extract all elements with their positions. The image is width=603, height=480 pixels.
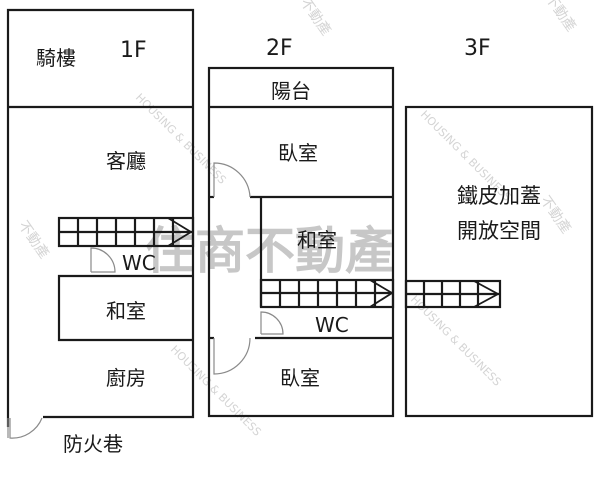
svg-text:HOUSING & BUSINESS: HOUSING & BUSINESS (168, 343, 264, 439)
room-label-addition-line1: 鐵皮加蓋 (457, 184, 541, 208)
floor-2f (207, 66, 395, 418)
room-label-japanese-room-2f: 和室 (297, 228, 337, 252)
floor-label-3f: 3F (464, 36, 491, 61)
room-label-wc-1f: WC (122, 251, 156, 275)
door-icon (7, 247, 116, 439)
room-label-japanese-room-1f: 和室 (106, 299, 146, 323)
room-label-wc-2f: WC (315, 313, 349, 337)
svg-text:不動產: 不動產 (542, 0, 580, 35)
floor-label-2f: 2F (266, 36, 293, 61)
room-label-arcade: 騎樓 (36, 46, 76, 70)
outside-label-fire-lane: 防火巷 (63, 432, 123, 456)
floor-1f (6, 8, 195, 427)
svg-text:不動產: 不動產 (537, 193, 575, 237)
watermark-main: 住商不動產 (145, 222, 395, 280)
room-label-balcony: 陽台 (271, 79, 311, 103)
floor-label-1f: 1F (120, 38, 147, 63)
svg-text:不動產: 不動產 (297, 0, 335, 39)
room-label-living-room: 客廳 (106, 149, 146, 173)
svg-text:不動產: 不動產 (15, 218, 53, 262)
room-label-addition-line2: 開放空間 (457, 219, 541, 243)
room-label-bedroom-back: 臥室 (280, 366, 320, 390)
room-label-bedroom-front: 臥室 (278, 141, 318, 165)
room-label-kitchen: 廚房 (106, 366, 146, 390)
floor-3f (404, 105, 594, 418)
door-icon (213, 162, 284, 375)
